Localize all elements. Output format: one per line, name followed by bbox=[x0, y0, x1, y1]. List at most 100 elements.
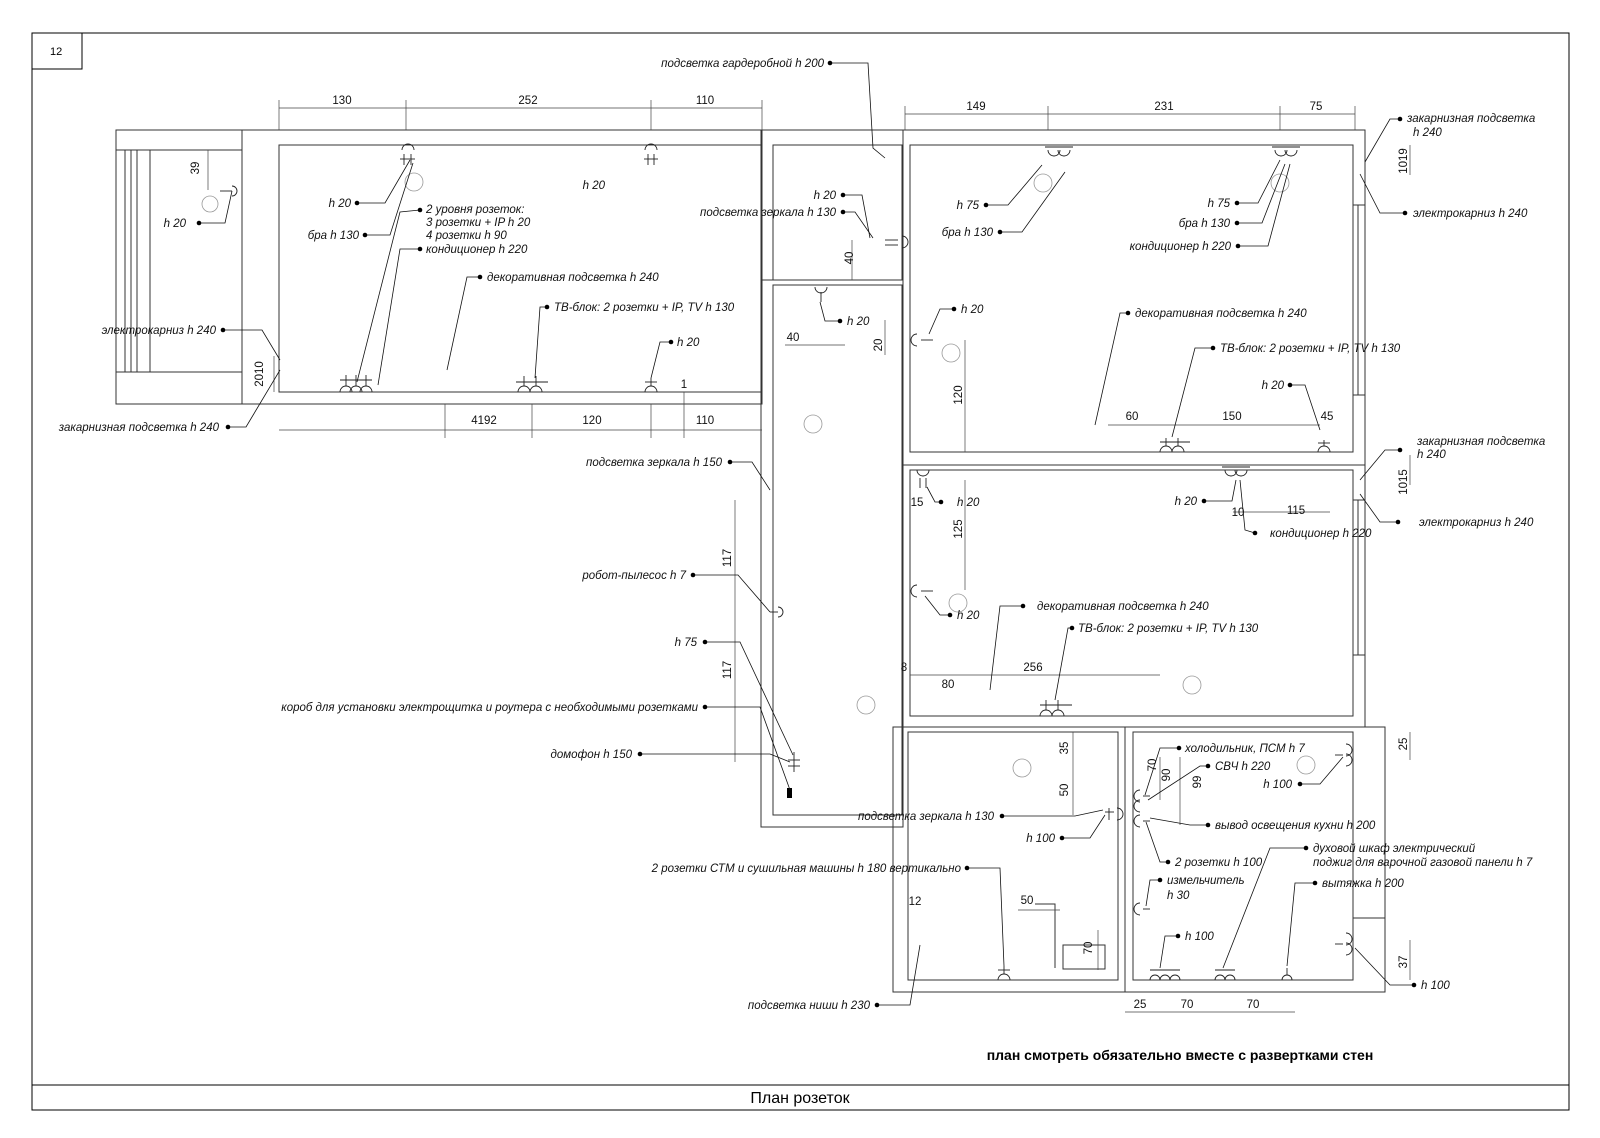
callout-label: ТВ-блок: 2 розетки + IP, TV h 130 bbox=[1078, 623, 1259, 635]
socket-icon bbox=[220, 185, 238, 197]
callout-label: h 75 bbox=[957, 200, 980, 212]
dim-label: 1015 bbox=[1398, 469, 1410, 495]
panel-box-icon bbox=[787, 788, 792, 798]
dim-label: 40 bbox=[787, 332, 800, 344]
socket-icon bbox=[644, 378, 658, 393]
dim-label: 80 bbox=[942, 679, 955, 691]
callout-label: подсветка ниши h 230 bbox=[748, 1000, 871, 1012]
callout-label: бра h 130 bbox=[1179, 218, 1231, 230]
callout-label: подсветка гардеробной h 200 bbox=[661, 58, 824, 70]
callout-label: h 100 bbox=[1421, 980, 1450, 992]
socket-icon bbox=[1335, 743, 1353, 767]
callout-label: 2 уровня розеток: bbox=[425, 204, 524, 216]
dim-label: 117 bbox=[722, 661, 734, 679]
dim-label: 70 bbox=[1083, 942, 1095, 955]
callout-label: декоративная подсветка h 240 bbox=[487, 272, 659, 284]
callout-label: кондиционер h 220 bbox=[1130, 241, 1232, 253]
socket-icon bbox=[997, 966, 1011, 981]
dim-label: 39 bbox=[190, 162, 202, 175]
callout-label: короб для установки электрощитка и роуте… bbox=[281, 702, 698, 714]
walls bbox=[115, 129, 1386, 993]
callout-label: бра h 130 bbox=[308, 230, 360, 242]
callout-label: h 20 bbox=[957, 497, 980, 509]
socket-icon bbox=[814, 286, 828, 302]
callout-label: h 20 bbox=[847, 316, 870, 328]
callout-label: h 20 bbox=[957, 610, 980, 622]
dim-label: 50 bbox=[1059, 784, 1071, 797]
callout-label: вывод освещения кухни h 200 bbox=[1215, 820, 1376, 832]
dim-label: 115 bbox=[1287, 505, 1305, 517]
dim-label: 117 bbox=[722, 549, 734, 567]
socket-icon bbox=[1335, 932, 1353, 956]
dim-label: 60 bbox=[1126, 411, 1139, 423]
dim-label: 35 bbox=[1059, 742, 1071, 755]
dim-label: 231 bbox=[1154, 101, 1173, 113]
dimension-lines bbox=[207, 100, 1411, 1013]
socket-icon bbox=[1214, 969, 1236, 981]
dim-label: 50 bbox=[1021, 895, 1034, 907]
dim-label: 12 bbox=[909, 896, 922, 908]
dim-label: 45 bbox=[1321, 411, 1334, 423]
callout-label: домофон h 150 bbox=[551, 749, 633, 761]
callout-label: подсветка зеркала h 130 bbox=[858, 811, 995, 823]
dim-label: 110 bbox=[696, 95, 714, 107]
callout-label: ТВ-блок: 2 розетки + IP, TV h 130 bbox=[1220, 343, 1401, 355]
socket-symbols bbox=[201, 143, 1353, 981]
socket-icon bbox=[1317, 440, 1331, 453]
callout-label: поджиг для варочной газовой панели h 7 bbox=[1313, 857, 1533, 869]
tv-block-icon bbox=[1039, 700, 1072, 717]
socket-icon bbox=[1045, 146, 1073, 157]
callout-label: h 20 bbox=[1262, 380, 1285, 392]
dim-label: 15 bbox=[911, 497, 924, 509]
callout-label: кондиционер h 220 bbox=[1270, 528, 1372, 540]
dim-label: 110 bbox=[696, 415, 714, 427]
socket-icon bbox=[1133, 789, 1150, 813]
socket-icon bbox=[1105, 807, 1124, 821]
callout-label: подсветка зеркала h 130 bbox=[700, 207, 837, 219]
annotation-labels: подсветка гардеробной h 200 закарнизная … bbox=[58, 58, 1545, 1012]
callout-label: декоративная подсветка h 240 bbox=[1037, 601, 1209, 613]
callout-label: h 100 bbox=[1185, 931, 1214, 943]
dim-label: 70 bbox=[1247, 999, 1260, 1011]
callout-label: электрокарниз h 240 bbox=[1413, 208, 1528, 220]
socket-icon bbox=[916, 469, 930, 488]
dim-label: 256 bbox=[1023, 662, 1042, 674]
socket-icon bbox=[1133, 902, 1150, 916]
socket-icon bbox=[1272, 146, 1300, 157]
callout-label: h 240 bbox=[1417, 449, 1446, 461]
socket-icon bbox=[644, 143, 658, 165]
dim-label: 125 bbox=[953, 519, 965, 538]
dim-label: 10 bbox=[1232, 507, 1245, 519]
dim-label: 2010 bbox=[254, 361, 266, 387]
callout-label: h 20 bbox=[814, 190, 837, 202]
sheet-title: План розеток bbox=[750, 1090, 850, 1107]
dim-label: 37 bbox=[1398, 956, 1410, 969]
callout-label: h 20 bbox=[1175, 496, 1198, 508]
dim-label: 149 bbox=[966, 101, 985, 113]
callout-label: закарнизная подсветка h 240 bbox=[58, 422, 220, 434]
callout-label: 2 розетки h 100 bbox=[1174, 857, 1263, 869]
socket-icon bbox=[1133, 814, 1150, 828]
dim-label: 150 bbox=[1222, 411, 1241, 423]
sheet-note: план смотреть обязательно вместе с разве… bbox=[987, 1047, 1374, 1063]
callout-label: закарнизная подсветка bbox=[1406, 113, 1535, 125]
socket-icon bbox=[400, 143, 415, 165]
socket-group-icon bbox=[339, 375, 373, 393]
dim-label: 1 bbox=[681, 379, 687, 391]
callout-label: h 100 bbox=[1263, 779, 1292, 791]
callout-label: h 20 bbox=[961, 304, 984, 316]
dim-label: 20 bbox=[873, 339, 885, 352]
dimension-texts: 130 252 110 149 231 75 4192 120 110 1 39… bbox=[190, 95, 1410, 1011]
dim-label: 120 bbox=[582, 415, 601, 427]
dim-label: 130 bbox=[332, 95, 351, 107]
dim-label: 40 bbox=[844, 252, 856, 265]
callout-label: h 100 bbox=[1026, 833, 1055, 845]
callout-label: холодильник, ПСМ h 7 bbox=[1184, 743, 1305, 755]
leader-lines bbox=[199, 62, 1414, 1006]
socket-icon bbox=[1281, 968, 1293, 981]
callout-label: кондиционер h 220 bbox=[426, 244, 528, 256]
dim-label: 8 bbox=[901, 662, 907, 674]
dim-label: 25 bbox=[1398, 738, 1410, 751]
sheet-frame bbox=[31, 32, 1570, 1111]
